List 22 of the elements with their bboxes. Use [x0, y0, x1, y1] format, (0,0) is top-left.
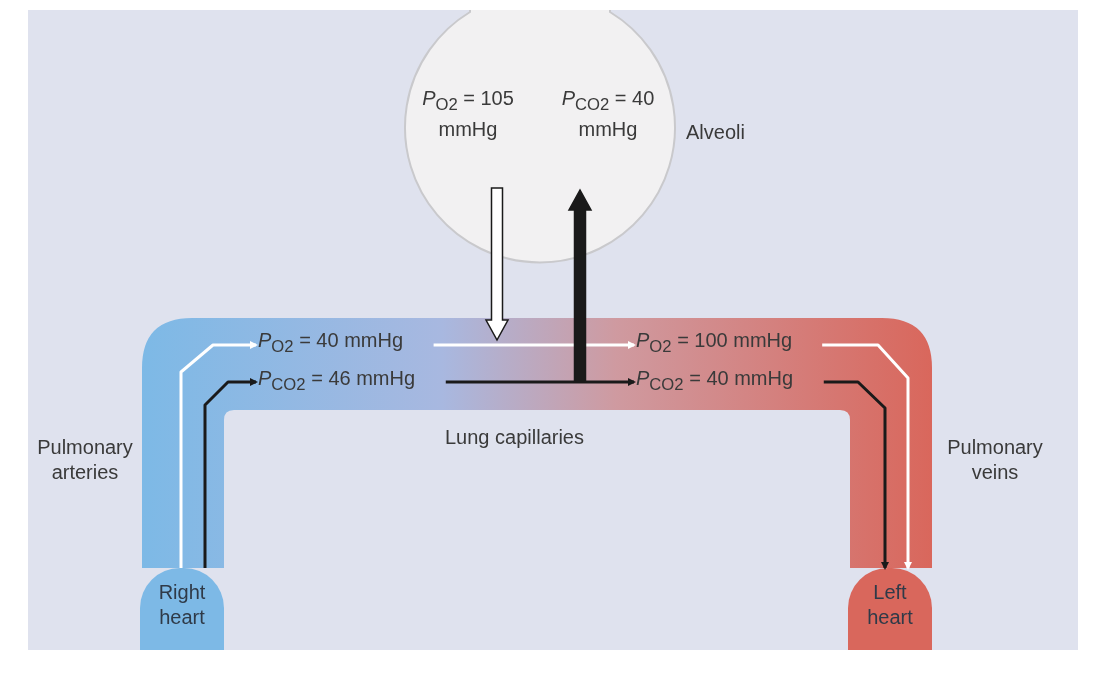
pressure-label: P$_{CO2}$ = 40 mmHg [560, 86, 656, 142]
right-heart-chamber [140, 568, 224, 650]
chamber-label: Left heart [866, 580, 914, 630]
pressure-label: P$_{O2}$ = 105 mmHg [421, 86, 515, 142]
arrow [433, 341, 636, 349]
arrow [567, 188, 593, 383]
arrow [203, 378, 258, 568]
pressure-label: P$_{CO2}$ = 46 mmHg [258, 366, 416, 396]
chamber-label: Right heart [157, 580, 207, 630]
structure-label: Pulmonary arteries [36, 435, 134, 485]
pressure-label: P$_{O2}$ = 100 mmHg [636, 328, 793, 358]
structure-label: Pulmonary veins [946, 435, 1044, 485]
structure-label: Lung capillaries [445, 425, 584, 450]
left-heart-chamber [848, 568, 932, 650]
structure-label: Alveoli [686, 120, 745, 145]
pressure-label: P$_{O2}$ = 40 mmHg [258, 328, 404, 358]
arrow [484, 187, 510, 342]
arrow [179, 341, 258, 568]
pressure-label: P$_{CO2}$ = 40 mmHg [636, 366, 794, 396]
arrow [445, 378, 636, 386]
arrow [823, 380, 889, 570]
arrow [822, 343, 912, 570]
